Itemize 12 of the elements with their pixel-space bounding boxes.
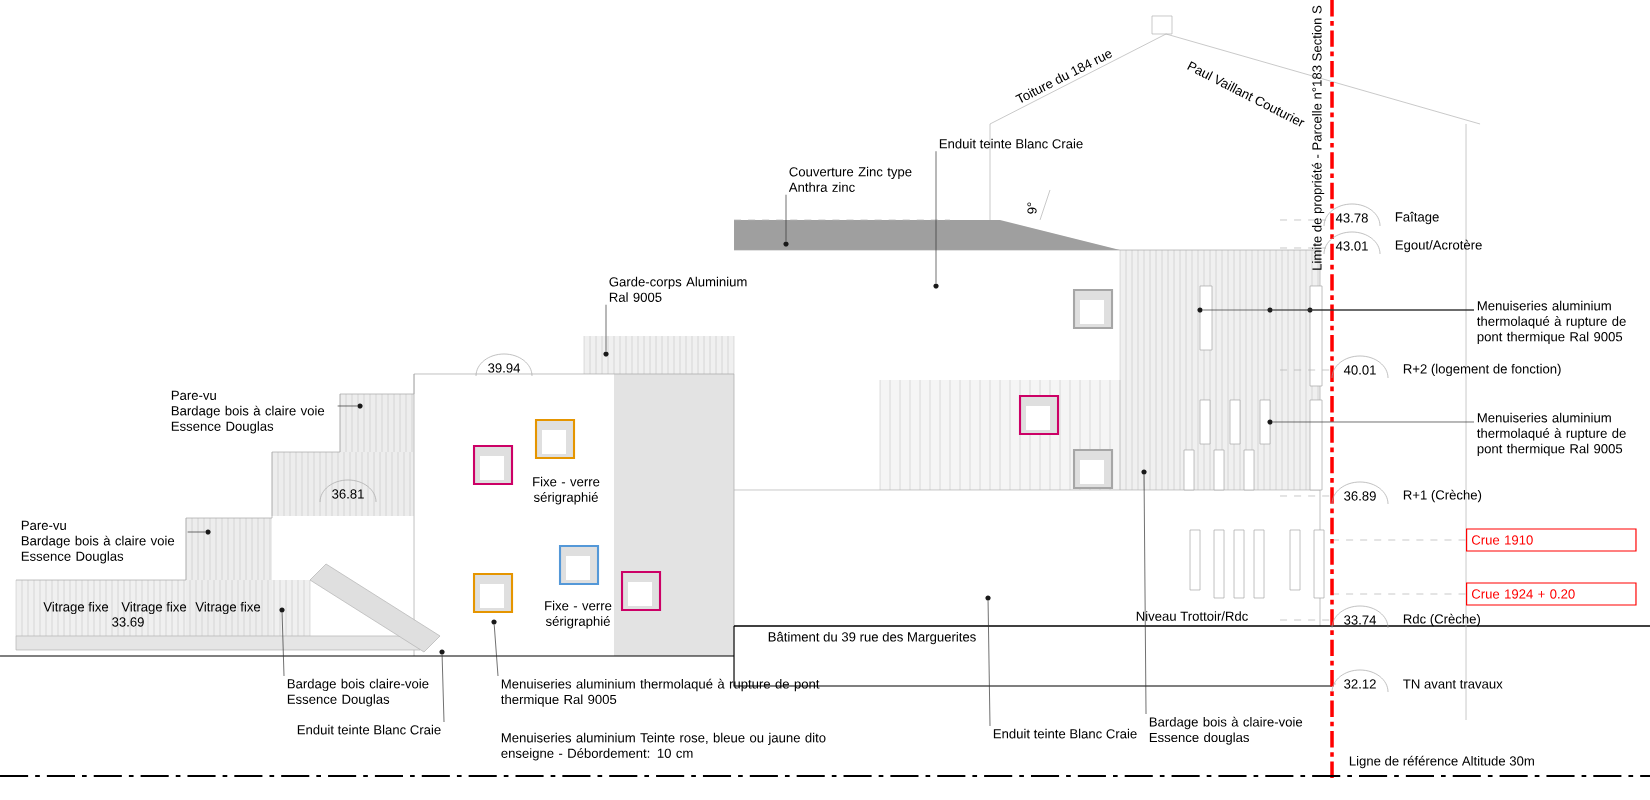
leader-line — [605, 304, 607, 352]
leader-line — [1272, 421, 1475, 423]
leader-line — [1202, 309, 1475, 311]
leader-line — [987, 600, 991, 727]
leader-line — [493, 624, 499, 677]
leader-line — [281, 612, 285, 677]
leader-line — [441, 654, 445, 723]
leader-line — [337, 405, 358, 407]
leader-line — [785, 194, 787, 242]
leader-line — [935, 150, 937, 284]
leader-line — [187, 531, 206, 533]
leader-line — [1143, 474, 1147, 715]
